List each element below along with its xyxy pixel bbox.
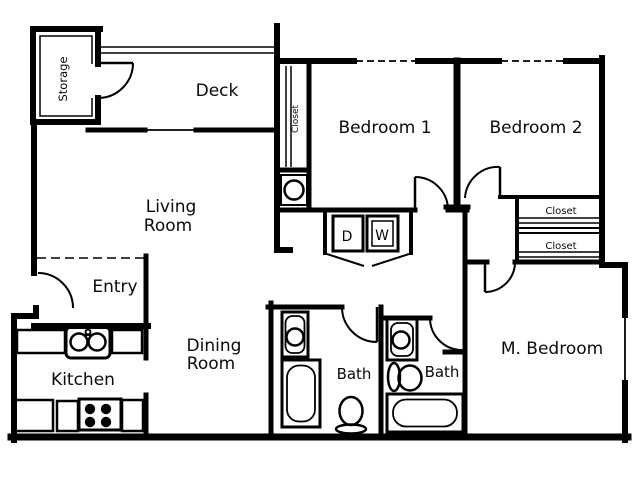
counter-bottom-left bbox=[13, 398, 55, 433]
burner-4 bbox=[100, 416, 112, 428]
water-heater-tank bbox=[283, 179, 305, 201]
burner-2 bbox=[100, 403, 112, 415]
top-bedroom-wall bbox=[274, 23, 605, 64]
closet1-slide-tracks bbox=[285, 66, 292, 167]
left-exterior-wall bbox=[11, 122, 39, 443]
bedroom1-closet-walls bbox=[274, 58, 312, 213]
bath1-walls bbox=[265, 300, 384, 440]
dryer-box bbox=[331, 214, 365, 253]
dryer-label: D bbox=[342, 229, 353, 245]
living-right-wall bbox=[274, 23, 293, 253]
storage-inner-line bbox=[39, 35, 93, 117]
bifold-doors bbox=[326, 253, 410, 267]
bedroom2-door-arc bbox=[464, 165, 501, 199]
room-labels: Storage Deck Closet Bedroom 1 Bedroom 2 … bbox=[51, 57, 603, 391]
windows bbox=[37, 60, 626, 383]
water-heater-box bbox=[280, 174, 308, 206]
storage-door-arc bbox=[97, 62, 134, 99]
bath2-fixtures bbox=[385, 317, 465, 434]
counter-top-left bbox=[15, 328, 67, 355]
bath2-toilet-tank bbox=[386, 361, 402, 393]
laundry-side-walls bbox=[323, 208, 413, 255]
railing-lines bbox=[98, 46, 274, 54]
label-master-bedroom: M. Bedroom bbox=[501, 339, 603, 359]
bath1-vanity bbox=[280, 310, 310, 359]
label-bedroom1: Bedroom 1 bbox=[338, 118, 431, 138]
deck-railing bbox=[98, 46, 274, 54]
label-living-line1: Living bbox=[146, 197, 197, 217]
bath2-bathtub-icon bbox=[392, 398, 458, 428]
label-living-line2: Room bbox=[144, 216, 192, 236]
hall-closets bbox=[517, 217, 602, 258]
bath2-door-arc bbox=[429, 317, 463, 351]
label-dining-line2: Room bbox=[187, 354, 235, 374]
kitchen-counters bbox=[13, 325, 145, 433]
doors bbox=[37, 61, 516, 351]
label-dining-line1: Dining bbox=[187, 336, 242, 356]
faucet-knob bbox=[84, 328, 92, 336]
bath2-sink-icon bbox=[391, 330, 411, 350]
stove-icon bbox=[77, 397, 123, 432]
interior-walls bbox=[31, 23, 605, 440]
washer-label: W bbox=[375, 228, 389, 244]
counter-bottom-mid bbox=[55, 399, 80, 433]
sink-bowl-right-icon bbox=[87, 332, 107, 352]
water-heater-icon bbox=[280, 174, 308, 206]
label-kitchen: Kitchen bbox=[51, 370, 115, 390]
label-bath-hall: Bath bbox=[337, 365, 372, 383]
washer-inner-box bbox=[371, 220, 394, 247]
bath1-tub-surround bbox=[280, 358, 322, 429]
washer-box bbox=[365, 214, 400, 253]
burner-3 bbox=[84, 416, 96, 428]
bedroom1-door-arc bbox=[414, 176, 449, 211]
closet-shelf-lines bbox=[517, 227, 602, 234]
label-deck: Deck bbox=[196, 81, 239, 101]
label-bedroom2: Bedroom 2 bbox=[489, 118, 582, 138]
label-storage: Storage bbox=[56, 57, 70, 102]
entry-door-arc bbox=[37, 272, 74, 309]
bath1-vanity-basin bbox=[284, 315, 306, 354]
bedroom1-closet bbox=[285, 66, 292, 167]
bath1-door-arc bbox=[341, 306, 378, 343]
bath1-toilet-bowl-icon bbox=[338, 395, 364, 427]
counter-top-right bbox=[110, 328, 144, 355]
burner-1 bbox=[84, 403, 96, 415]
label-entry: Entry bbox=[92, 277, 137, 297]
counter-bottom-right bbox=[120, 398, 145, 433]
bath1-bathtub-icon bbox=[286, 364, 316, 423]
bath1-fixtures bbox=[280, 310, 368, 435]
master-bedroom-door-arc bbox=[484, 261, 516, 293]
label-closet-master: Closet bbox=[545, 241, 576, 252]
bath2-vanity-basin bbox=[390, 322, 414, 357]
bath1-toilet-base bbox=[334, 423, 368, 435]
bath2-tub-surround bbox=[385, 392, 465, 434]
label-bath-master: Bath bbox=[425, 363, 460, 381]
storage-walls bbox=[30, 26, 103, 125]
bath2-toilet-bowl-icon bbox=[397, 364, 423, 392]
right-exterior-wall bbox=[599, 55, 628, 443]
closet-slide-tracks bbox=[519, 217, 600, 258]
label-closet-bedroom1: Closet bbox=[291, 105, 301, 134]
bath1-sink-icon bbox=[285, 327, 305, 347]
label-closet-bedroom2: Closet bbox=[545, 206, 576, 217]
laundry-closet: D W bbox=[323, 208, 413, 267]
sink-bowl-left-icon bbox=[69, 332, 89, 352]
bath2-vanity bbox=[385, 317, 419, 362]
kitchen-sink-unit bbox=[64, 325, 112, 360]
